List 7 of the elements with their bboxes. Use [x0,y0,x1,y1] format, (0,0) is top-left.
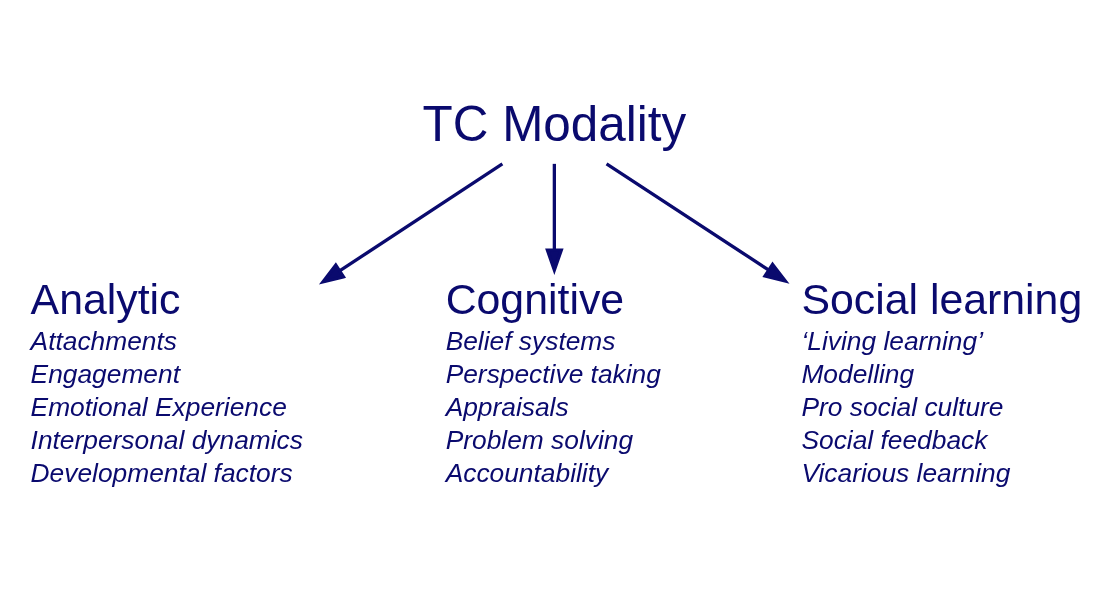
node-text: Cognitive Belief systems Perspective taking Appraisals Problem solving Accountability [445,274,661,488]
node-text: TC Modality [422,96,687,152]
arrow [605,162,790,284]
node-text: Social learning ‘Living learning’ Modelling Pro social culture Social feedback Vicarious learning [801,274,1083,488]
arrow [318,162,504,285]
node-text: Analytic Attachments Engagement Emotional Experience Interpersonal dynamics Developmental factors [30,274,303,488]
arrow [545,163,564,275]
